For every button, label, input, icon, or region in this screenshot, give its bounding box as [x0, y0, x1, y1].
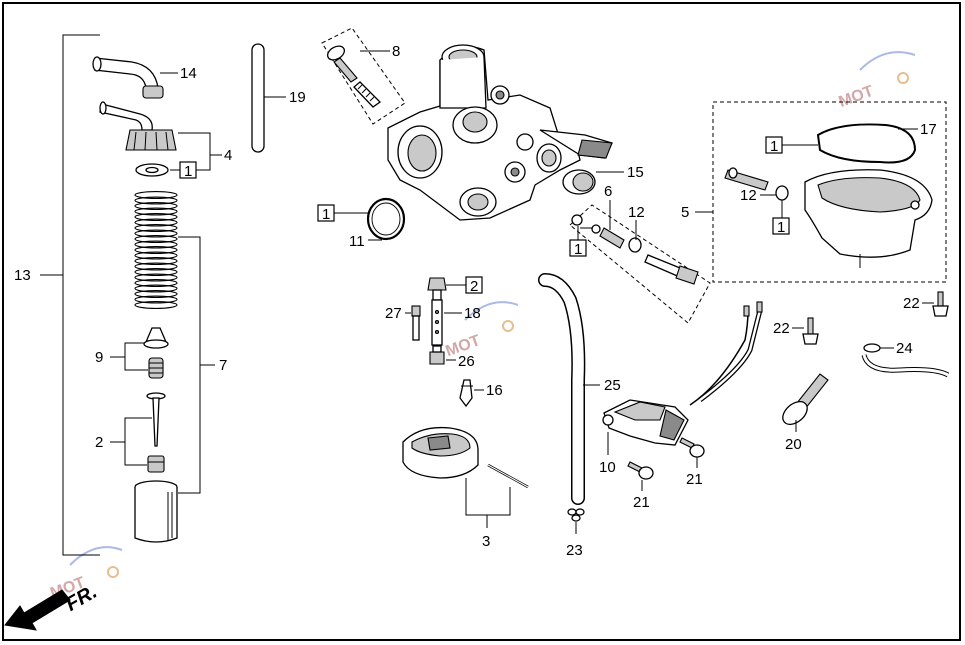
part-10-auto-choke [602, 301, 763, 446]
part-3-float [402, 426, 529, 489]
spring-coil [134, 257, 178, 265]
part-26-main-jet [429, 345, 445, 365]
callout-18: 18 [464, 305, 481, 322]
spring-coil [134, 224, 178, 232]
part-2-jet-needle [146, 392, 166, 473]
callout-8: 8 [392, 43, 400, 60]
callout-6: 6 [604, 183, 612, 200]
callout-9: 9 [95, 349, 103, 366]
callout-1-pilot-set: 1 [574, 241, 582, 258]
part-21-screw-right [679, 437, 705, 458]
callout-11: 11 [349, 233, 365, 250]
spring-coil [134, 284, 178, 293]
callout-1-cap-gasket: 1 [184, 163, 192, 180]
spring-coil [134, 268, 178, 276]
callout-1-drain: 1 [777, 219, 785, 236]
spring-coil [134, 229, 178, 238]
part-6-pilot-screw-set [571, 214, 699, 285]
spring-coil [134, 196, 178, 205]
callout-12-drain: 12 [740, 187, 757, 204]
part-19-vent-tube [251, 43, 265, 153]
callout-2-needle: 2 [95, 434, 103, 451]
spring-coil [134, 240, 178, 249]
callout-17: 17 [920, 121, 937, 138]
spring-coil [134, 273, 178, 282]
callout-27: 27 [385, 305, 402, 322]
part-22-screw-bottom [802, 317, 819, 345]
callout-26: 26 [458, 353, 475, 370]
part-20-choke-plunger [782, 373, 829, 425]
spring-coil [134, 251, 178, 260]
callout-14: 14 [180, 65, 197, 82]
spring-coil [134, 191, 178, 199]
callout-10: 10 [599, 459, 616, 476]
callout-21-left: 21 [633, 494, 650, 511]
part-14-elbow-fitting [92, 56, 164, 99]
spring-coil [134, 235, 178, 243]
part-4-slide-cap [99, 101, 177, 151]
callout-15: 15 [627, 164, 644, 181]
callout-16: 16 [486, 382, 503, 399]
spring-coil [134, 207, 178, 216]
part-25-fuel-hose [538, 273, 586, 505]
callout-4: 4 [224, 147, 232, 164]
part-cap-gasket [135, 163, 169, 177]
callout-2-jet-holder: 2 [470, 278, 478, 295]
spring-coil [134, 262, 178, 271]
callout-5: 5 [681, 204, 689, 221]
part-9-needle-retainer [143, 327, 169, 379]
spring-coil [134, 279, 178, 287]
callout-20: 20 [785, 436, 802, 453]
spring-coil [134, 290, 178, 298]
callout-25: 25 [604, 377, 621, 394]
callout-13: 13 [14, 267, 31, 284]
part-11-o-ring [366, 197, 406, 241]
callout-24: 24 [896, 340, 913, 357]
part-throttle-slide [134, 480, 178, 543]
callout-3: 3 [482, 533, 490, 550]
callout-23: 23 [566, 542, 583, 559]
part-12-drain-screw [724, 167, 789, 201]
spring-coil [134, 295, 178, 304]
part-carburetor-body [387, 44, 613, 221]
callout-19: 19 [289, 89, 306, 106]
callout-12-pilot: 12 [628, 204, 645, 221]
callout-21-right: 21 [686, 471, 703, 488]
callout-7: 7 [219, 357, 227, 374]
part-16-float-valve [459, 379, 473, 408]
part-21-screw-left [627, 461, 654, 480]
callout-22-bottom: 22 [773, 320, 790, 337]
part-2-jet-holder [427, 277, 447, 301]
part-8-air-screw [326, 45, 382, 108]
part-7-spring [134, 190, 178, 310]
part-27-pilot-jet [411, 305, 421, 341]
watermark-logo-middle: MOT [443, 301, 519, 360]
part-18-needle-jet [431, 299, 443, 346]
part-17-float-bowl-gasket [816, 123, 917, 164]
callout-1-bowl-gasket: 1 [770, 138, 778, 155]
spring-coil [134, 202, 178, 210]
spring-coil [134, 246, 178, 254]
callout-22-top: 22 [903, 295, 920, 312]
spring-coil [134, 213, 178, 221]
part-22-screw-top [932, 291, 949, 317]
callout-1-o-ring: 1 [322, 206, 330, 223]
spring-coil [134, 301, 178, 309]
svg-text:MOT: MOT [837, 83, 876, 111]
part-float-bowl [804, 169, 933, 268]
part-23-hose-clip [567, 508, 585, 522]
part-15-cap [562, 169, 596, 195]
spring-coil [134, 218, 178, 227]
